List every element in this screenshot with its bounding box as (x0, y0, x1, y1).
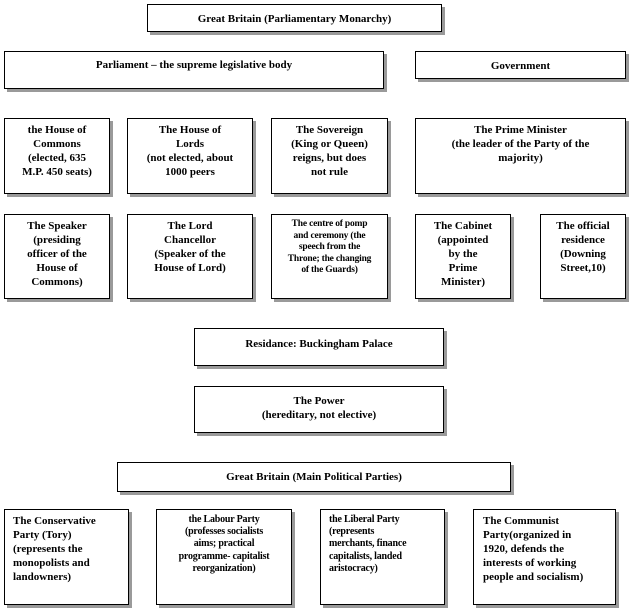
cabinet-label: The Cabinet (appointed by the Prime Mini… (433, 220, 493, 289)
diagram-title: Great Britain (Parliamentary Monarchy) (197, 13, 392, 25)
prime-minister-box: The Prime Minister (the leader of the Pa… (415, 118, 626, 194)
prime-minister-label: The Prime Minister (the leader of the Pa… (451, 124, 590, 165)
conservative-party-label: The Conservative Party (Tory) (represent… (13, 515, 96, 584)
lord-chancellor-box: The Lord Chancellor (Speaker of the Hous… (127, 214, 253, 299)
pomp-ceremony-label: The centre of pomp and ceremony (the spe… (287, 219, 372, 276)
house-of-commons-label: the House of Commons (elected, 635 M.P. … (22, 124, 92, 179)
residence-label: Residance: Buckingham Palace (245, 338, 393, 350)
house-of-lords-label: The House of Lords (not elected, about 1… (146, 124, 234, 179)
parliament-label: Parliament – the supreme legislative bod… (95, 59, 293, 71)
conservative-party-box: The Conservative Party (Tory) (represent… (4, 509, 129, 605)
communist-party-label: The Communist Party(organized in 1920, d… (483, 515, 584, 584)
labour-party-box: the Labour Party (professes socialists a… (156, 509, 292, 605)
labour-party-label: the Labour Party (professes socialists a… (178, 514, 270, 574)
parliament-box: Parliament – the supreme legislative bod… (4, 51, 384, 89)
official-residence-box: The official residence (Downing Street,1… (540, 214, 626, 299)
sovereign-box: The Sovereign (King or Queen) reigns, bu… (271, 118, 388, 194)
liberal-party-box: the Liberal Party (represents merchants,… (320, 509, 445, 605)
cabinet-box: The Cabinet (appointed by the Prime Mini… (415, 214, 511, 299)
communist-party-box: The Communist Party(organized in 1920, d… (473, 509, 616, 605)
speaker-box: The Speaker (presiding officer of the Ho… (4, 214, 110, 299)
parties-title-box: Great Britain (Main Political Parties) (117, 462, 511, 492)
pomp-ceremony-box: The centre of pomp and ceremony (the spe… (271, 214, 388, 299)
power-label: The Power (hereditary, not elective) (261, 395, 377, 422)
parties-title: Great Britain (Main Political Parties) (226, 471, 402, 483)
house-of-commons-box: the House of Commons (elected, 635 M.P. … (4, 118, 110, 194)
residence-box: Residance: Buckingham Palace (194, 328, 444, 366)
speaker-label: The Speaker (presiding officer of the Ho… (27, 220, 87, 289)
title-box: Great Britain (Parliamentary Monarchy) (147, 4, 442, 32)
government-box: Government (415, 51, 626, 79)
sovereign-label: The Sovereign (King or Queen) reigns, bu… (291, 124, 368, 179)
liberal-party-label: the Liberal Party (represents merchants,… (329, 514, 407, 574)
house-of-lords-box: The House of Lords (not elected, about 1… (127, 118, 253, 194)
government-label: Government (490, 60, 551, 72)
official-residence-label: The official residence (Downing Street,1… (556, 220, 610, 275)
power-box: The Power (hereditary, not elective) (194, 386, 444, 433)
lord-chancellor-label: The Lord Chancellor (Speaker of the Hous… (154, 220, 226, 275)
